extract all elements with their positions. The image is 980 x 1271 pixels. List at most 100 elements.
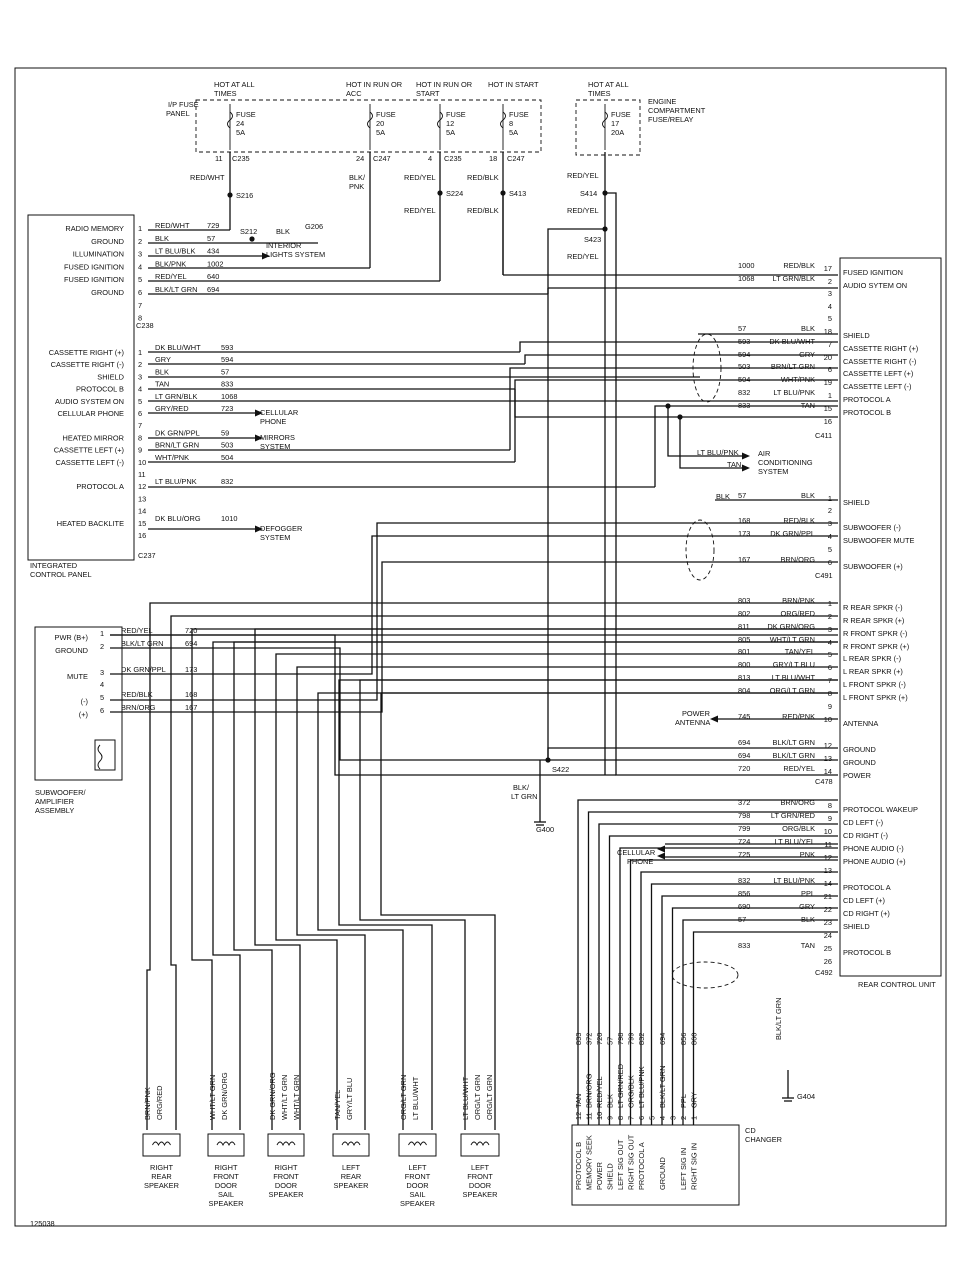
- speaker-name: REAR: [151, 1172, 172, 1181]
- icp-c237-pin-number: 13: [138, 494, 146, 503]
- icp-c237-pin-label: HEATED MIRROR: [63, 433, 124, 442]
- speaker-wire-color: WHT/LT GRN: [208, 1075, 217, 1120]
- wire-circuit: 804: [738, 686, 750, 695]
- speaker-wire: [296, 666, 838, 1130]
- icp-c237-pin-label: CASSETTE RIGHT (+): [49, 348, 124, 357]
- wire-color: TAN: [801, 401, 815, 410]
- wire-color: BLK/PNK: [155, 259, 186, 268]
- power-wire: [605, 192, 838, 776]
- pin: 24: [356, 154, 364, 163]
- wire-color: LT BLU/PNK: [773, 876, 815, 885]
- icp-c237-pin-number: 9: [138, 446, 142, 455]
- antenna-arrow: [710, 715, 718, 723]
- wire-color: LT GRN/RED: [771, 811, 815, 820]
- wire-color: BLK/LT GRN: [774, 998, 783, 1040]
- fuse-label: FUSE: [611, 110, 631, 119]
- wire-circuit: 594: [221, 355, 233, 364]
- wire-color: RED/WHT: [190, 173, 225, 182]
- wire-color: GRY/RED: [155, 404, 189, 413]
- rcu-c492-label: PHONE AUDIO (+): [843, 857, 906, 866]
- rcu-c492-pin: 26: [824, 957, 832, 966]
- cd-circuit: 833: [574, 1033, 583, 1045]
- wire-color: RED/YEL: [404, 173, 436, 182]
- cd-circuit: 856: [679, 1033, 688, 1045]
- icp-c238-pin-number: 3: [138, 250, 142, 259]
- wire-circuit: 832: [221, 477, 233, 486]
- rcu-c491-pin: 2: [828, 506, 832, 515]
- rcu-c491-label: C491: [815, 571, 833, 580]
- cd-pin-number: 8: [616, 1116, 625, 1120]
- rcu-c491-pin: 3: [828, 519, 832, 528]
- rcu-c478-pin: 14: [824, 767, 832, 776]
- wire-color: RED/YEL: [567, 206, 599, 215]
- engine-label: ENGINE: [648, 97, 676, 106]
- wire-circuit: 594: [738, 350, 750, 359]
- cd-wire-color: RED/YEL: [595, 1076, 604, 1108]
- rcu-c478-pin: 5: [828, 650, 832, 659]
- hot-at-all-times-2-label: HOT AT ALL: [588, 80, 629, 89]
- wire-color: BLK/: [349, 173, 366, 182]
- speaker-symbol: [207, 1133, 245, 1157]
- wire-color: LT BLU/PNK: [155, 477, 197, 486]
- cd-pin-label: GROUND: [658, 1157, 667, 1190]
- wire-color: BLK: [801, 915, 815, 924]
- icp-c237-pin-label: PROTOCOL A: [76, 482, 124, 491]
- speaker-wire-color: ORG/RED: [155, 1086, 164, 1121]
- fuse-label: FUSE: [509, 110, 529, 119]
- speaker-wire-color: BRN/PNK: [143, 1087, 152, 1120]
- wire-color: BLK/LT GRN: [773, 751, 815, 760]
- wire-color: GRY: [799, 902, 815, 911]
- subwoofer-pin: 2: [100, 642, 104, 651]
- fuse-rating: 5A: [376, 128, 385, 137]
- fuse-number: 8: [509, 119, 513, 128]
- speaker-name: RIGHT: [150, 1163, 173, 1172]
- ac-label: CONDITIONING: [758, 458, 813, 467]
- ac-label: AIR: [758, 449, 770, 458]
- cd-circuit: 372: [585, 1033, 594, 1045]
- hot-at-all-times-2-label: TIMES: [588, 89, 611, 98]
- icp-c238-pin-number: 5: [138, 275, 142, 284]
- wire-circuit: 694: [738, 751, 750, 760]
- rcu-c492-pin: 22: [824, 905, 832, 914]
- wire-color: BLK/: [513, 783, 530, 792]
- hot-run-start-label: START: [416, 89, 440, 98]
- rcu-c492-pin: 8: [828, 801, 832, 810]
- wire-circuit: 57: [221, 367, 229, 376]
- cd-pin-label: LEFT SIG IN: [679, 1148, 688, 1190]
- wire-color: BRN/ORG: [781, 555, 816, 564]
- rcu-c478-label: L FRONT SPKR (+): [843, 693, 908, 702]
- icp-c238-pin-label: ILLUMINATION: [73, 250, 124, 259]
- wire-color: DK GRN/PPL: [121, 665, 166, 674]
- wire-circuit: 57: [738, 915, 746, 924]
- wire-circuit: 504: [738, 375, 750, 384]
- icp-c238-pin-label: RADIO MEMORY: [65, 224, 124, 233]
- wire-color: DK BLU/WHT: [155, 343, 201, 352]
- cd-title: CD: [745, 1126, 756, 1135]
- wire-color: BLK: [276, 227, 290, 236]
- icp-c237-label: C237: [138, 551, 156, 560]
- icp-c237-pin-number: 14: [138, 507, 146, 516]
- illum-arrow: [262, 252, 270, 260]
- cd-wire: [650, 883, 838, 1125]
- splice-s224: [437, 190, 443, 196]
- rcu-title: REAR CONTROL UNIT: [858, 980, 936, 989]
- subwoofer-pin: 5: [100, 693, 104, 702]
- rcu-c478-label: GROUND: [843, 758, 876, 767]
- icp-c237-pin-label: PROTOCOL B: [76, 385, 124, 394]
- defog-label: SYSTEM: [260, 533, 290, 542]
- icp-c238-pin-label: FUSED IGNITION: [64, 275, 124, 284]
- rcu-c478-pin: 7: [828, 676, 832, 685]
- rcu-c478-label: L REAR SPKR (-): [843, 654, 901, 663]
- rcu-c478-label: GROUND: [843, 745, 876, 754]
- icp-title: CONTROL PANEL: [30, 570, 92, 579]
- wire-circuit: 593: [738, 337, 750, 346]
- rcu-c478-label: R FRONT SPKR (+): [843, 642, 909, 651]
- wire-color: ORG/LT GRN: [770, 686, 815, 695]
- rcu-c478-pin: 1: [828, 599, 832, 608]
- rcu-c492-label: SHIELD: [843, 922, 870, 931]
- speaker-wire: [254, 628, 838, 1130]
- wire-circuit: 805: [738, 635, 750, 644]
- cell-label: CELLULAR: [260, 408, 298, 417]
- wire-color: BLK: [801, 324, 815, 333]
- speaker-name: FRONT: [467, 1172, 493, 1181]
